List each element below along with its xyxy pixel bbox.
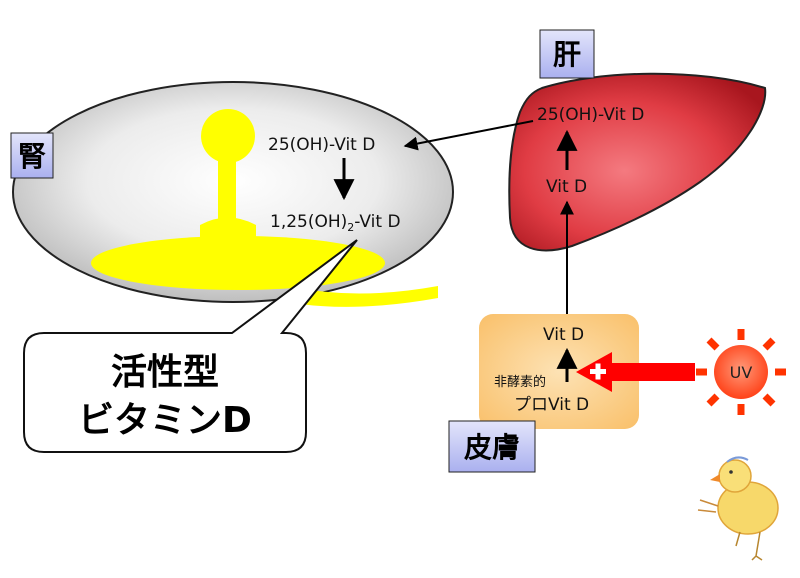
skin-box: Vit D 非酵素的 プロVit D [479, 314, 639, 429]
chick-illustration [697, 456, 779, 561]
liver-bottom-label: Vit D [546, 177, 587, 197]
sun-label: UV [730, 363, 753, 382]
kidney-top-label: 25(OH)-Vit D [268, 135, 375, 155]
liver-to-kidney-arrow [403, 120, 534, 151]
sun-icon: UV [696, 329, 786, 415]
liver: 25(OH)-Vit D Vit D [508, 72, 767, 252]
kidney-bottom-sub: 2 [347, 221, 354, 234]
tag-skin-label: 皮膚 [464, 431, 520, 464]
skin-note-label: 非酵素的 [494, 374, 546, 390]
callout-bubble: 活性型 ビタミンD [23, 239, 358, 453]
kidney-bottom-prefix: 1,25(OH) [270, 212, 347, 232]
liver-body [508, 72, 767, 252]
tag-skin: 皮膚 [448, 420, 536, 473]
liver-top-label: 25(OH)-Vit D [537, 105, 644, 125]
tag-liver: 肝 [539, 29, 595, 79]
tag-kidney: 腎 [10, 132, 54, 179]
skin-bottom-label: プロVit D [514, 395, 589, 415]
kidney: 25(OH)-Vit D 1,25(OH)2-Vit D [12, 81, 454, 307]
tag-kidney-label: 腎 [18, 140, 46, 173]
kidney-bottom-suffix: -Vit D [354, 212, 400, 232]
callout-line2: ビタミンD [78, 400, 252, 441]
tag-liver-label: 肝 [553, 38, 581, 71]
skin-top-label: Vit D [543, 325, 584, 345]
callout-line1: 活性型 [111, 352, 219, 393]
kidney-bottom-label: 1,25(OH)2-Vit D [270, 212, 401, 234]
uv-arrow [576, 352, 695, 392]
